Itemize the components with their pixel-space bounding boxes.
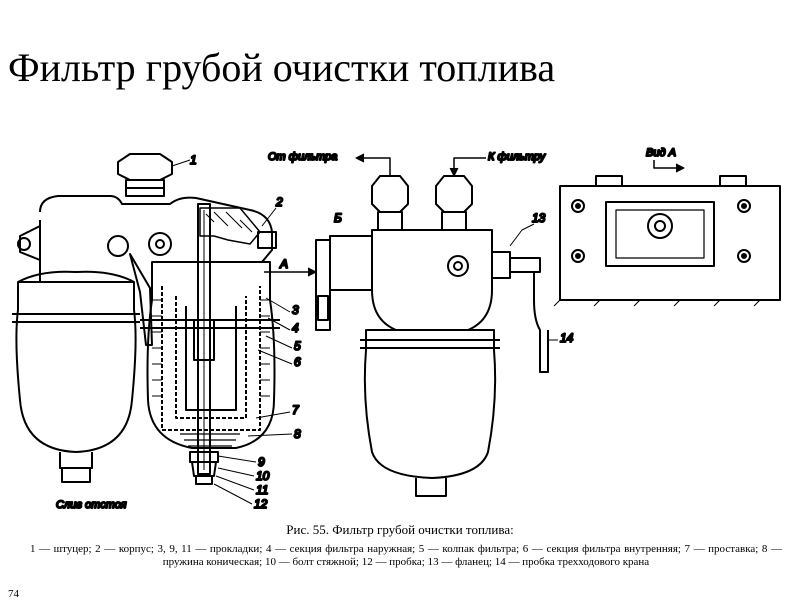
callout-5: 5 bbox=[294, 339, 301, 353]
callout-7: 7 bbox=[292, 403, 300, 417]
view-a-plate bbox=[553, 160, 781, 307]
left-filter-assembly bbox=[12, 153, 293, 505]
callout-9: 9 bbox=[258, 455, 265, 469]
callout-8: 8 bbox=[294, 427, 301, 441]
callout-10: 10 bbox=[256, 469, 270, 483]
callout-1: 1 bbox=[190, 153, 197, 167]
slide-title: Фильтр грубой очистки топлива bbox=[8, 45, 556, 90]
figure-caption-legend: 1 — штуцер; 2 — корпус; 3, 9, 11 — прокл… bbox=[30, 543, 782, 568]
callout-13: 13 bbox=[532, 211, 546, 225]
callout-3: 3 bbox=[292, 303, 299, 317]
callout-4: 4 bbox=[292, 321, 299, 335]
callout-2: 2 bbox=[275, 195, 283, 209]
fuel-filter-drawing: От фильтра К фильтру Вид А А Б Слив отст… bbox=[12, 146, 781, 512]
figure-caption-title: Рис. 55. Фильтр грубой очистки топлива: bbox=[286, 522, 514, 537]
page-number: 74 bbox=[8, 588, 19, 600]
label-drain: Слив отстоя bbox=[56, 499, 127, 511]
callout-6: 6 bbox=[294, 355, 301, 369]
right-filter-assembly bbox=[264, 153, 558, 497]
callout-11: 11 bbox=[256, 483, 268, 497]
label-from-filter: От фильтра bbox=[268, 151, 337, 163]
callout-14: 14 bbox=[560, 331, 574, 345]
label-to-filter: К фильтру bbox=[488, 151, 547, 163]
callout-12: 12 bbox=[254, 497, 268, 511]
label-arrow-a: А bbox=[279, 257, 288, 271]
label-flange-b: Б bbox=[334, 211, 342, 225]
label-view-a: Вид А bbox=[646, 147, 676, 159]
